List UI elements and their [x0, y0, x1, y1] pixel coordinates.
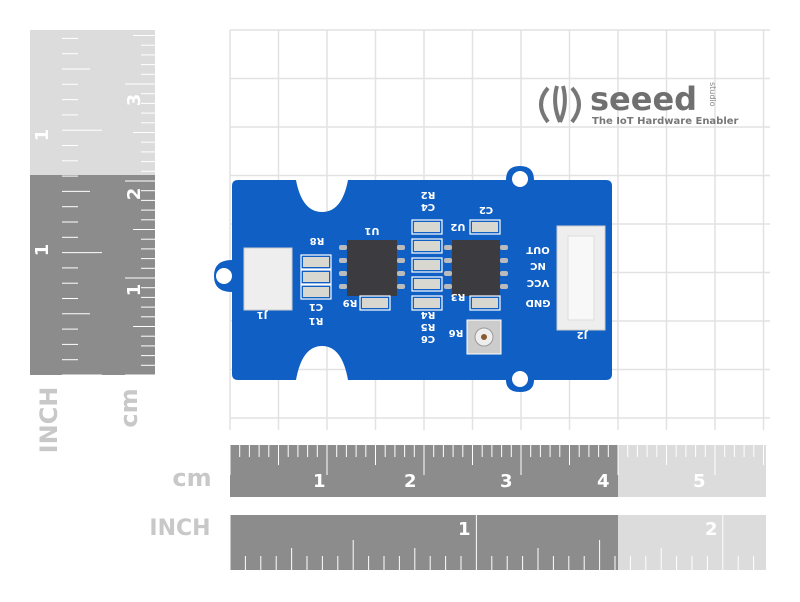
logo-brand: seeed [590, 80, 697, 118]
silk-label-r9: R9 [343, 297, 358, 308]
smd-part [472, 298, 498, 308]
silk-label-r1: R1 [309, 315, 324, 326]
silk-label-r6: R6 [449, 327, 464, 338]
silk-label-c6: C6 [421, 333, 435, 344]
silk-label-u2: U2 [450, 221, 465, 232]
chip-u2 [452, 240, 500, 296]
silk-label-c1: C1 [309, 301, 323, 312]
smd-part [362, 298, 388, 308]
logo-tagline: The IoT Hardware Enabler [592, 116, 739, 127]
silk-label-u1: U1 [364, 225, 379, 236]
silk-label-nc: NC [530, 260, 546, 271]
seeed-logo: seeed studio The IoT Hardware Enabler [539, 80, 739, 127]
silk-label-c2: C2 [479, 204, 493, 215]
unit-label: INCH [35, 387, 63, 454]
smd-components [300, 219, 501, 311]
silk-label-j2: J2 [577, 329, 589, 340]
silk-label-j1: J1 [257, 309, 269, 320]
silk-label-r5: R5 [421, 321, 436, 332]
tick-label: 4 [597, 471, 610, 492]
smd-part [303, 272, 329, 282]
horizontal-ruler: cm INCH 1 2 3 4 5 1 2 [149, 445, 766, 570]
silk-label-r4: R4 [421, 309, 436, 320]
tick-label: 1 [32, 129, 53, 142]
smd-part [414, 260, 440, 270]
smd-part [414, 241, 440, 251]
smd-part [472, 222, 498, 232]
tick-label: 2 [124, 188, 145, 201]
mount-hole [512, 371, 528, 387]
tick-label: 1 [313, 471, 326, 492]
smd-part [303, 257, 329, 267]
tick-label: 2 [705, 519, 718, 540]
tick-label: 3 [124, 94, 145, 107]
unit-label: INCH [149, 516, 210, 541]
silk-label-r8: R8 [310, 235, 325, 246]
tick-label: 1 [458, 519, 471, 540]
silk-label-c4: C4 [421, 201, 435, 212]
mount-hole [216, 268, 232, 284]
logo-sub: studio [708, 82, 717, 107]
tick-label: 1 [124, 284, 145, 297]
silk-label-gnd: GND [526, 297, 551, 308]
tick-label: 2 [404, 471, 417, 492]
smd-part [303, 287, 329, 297]
unit-label: cm [172, 464, 211, 492]
unit-label: cm [115, 388, 143, 427]
silk-label-r2: R2 [421, 189, 436, 200]
connector-j1 [243, 247, 293, 311]
silk-label-vcc: VCC [527, 277, 549, 288]
tick-label: 3 [500, 471, 513, 492]
smd-part [414, 222, 440, 232]
tick-label: 1 [32, 244, 53, 257]
smd-part [414, 279, 440, 289]
tick-label: 5 [693, 471, 706, 492]
chip-u1 [347, 240, 397, 296]
smd-part [414, 298, 440, 308]
vertical-ruler: 3 2 1 1 1 INCH cm [30, 30, 155, 453]
seeed-flame-icon [539, 85, 581, 124]
silk-label-r3: R3 [451, 291, 466, 302]
silk-label-out: OUT [526, 244, 550, 255]
mount-hole [512, 171, 528, 187]
